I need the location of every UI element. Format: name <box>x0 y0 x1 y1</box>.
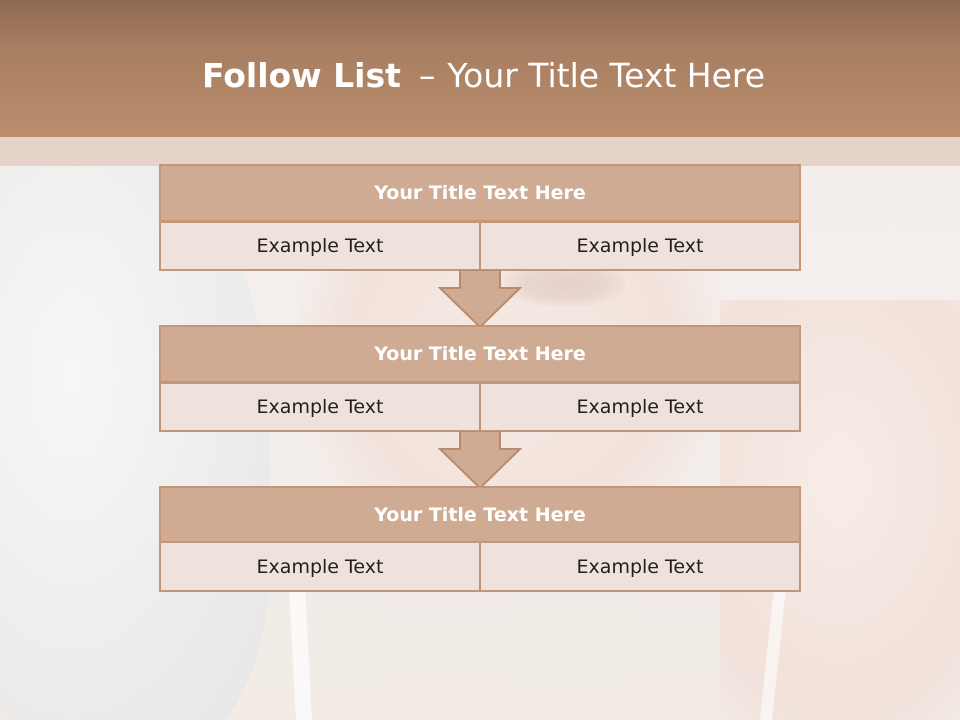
header-sub-band <box>0 137 960 166</box>
flow-block-1: Your Title Text Here Example Text Exampl… <box>159 164 801 272</box>
flow-block-2: Your Title Text Here Example Text Exampl… <box>159 325 801 433</box>
down-arrow-icon <box>438 270 522 329</box>
block-title: Your Title Text Here <box>159 486 801 543</box>
block-cell-right: Example Text <box>479 221 801 271</box>
down-arrow-icon <box>438 431 522 490</box>
slide-title: Follow List–Your Title Text Here <box>202 56 765 96</box>
slide-title-rest: Your Title Text Here <box>447 56 766 95</box>
block-cell-right: Example Text <box>479 382 801 432</box>
block-cell-right: Example Text <box>479 541 801 592</box>
block-title: Your Title Text Here <box>159 164 801 222</box>
slide-title-bold: Follow List <box>202 56 401 95</box>
slide-title-dash: – <box>418 56 436 95</box>
block-cell-left: Example Text <box>159 382 481 432</box>
block-cell-left: Example Text <box>159 541 481 592</box>
block-cell-left: Example Text <box>159 221 481 271</box>
flow-block-3: Your Title Text Here Example Text Exampl… <box>159 486 801 592</box>
block-title: Your Title Text Here <box>159 325 801 383</box>
header-band <box>0 0 960 137</box>
